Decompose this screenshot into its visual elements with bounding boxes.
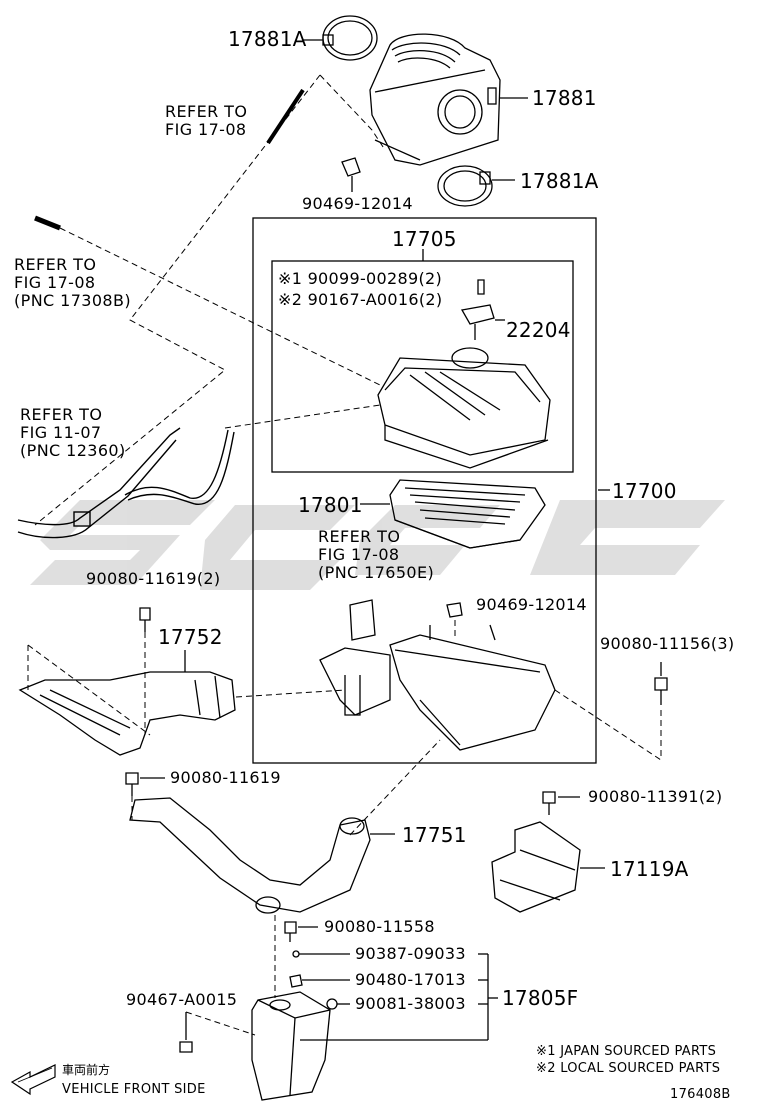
bolt-icon xyxy=(542,791,556,815)
part-number-22204[interactable]: 22204 xyxy=(506,318,571,342)
vehicle-front-arrow-icon xyxy=(10,1064,56,1096)
part-number-90469-12014-mid[interactable]: 90469-12014 xyxy=(476,595,587,614)
part-number-17805f[interactable]: 17805F xyxy=(502,986,579,1010)
vehicle-front-label: VEHICLE FRONT SIDE xyxy=(62,1082,206,1097)
hose-clamp-icon xyxy=(322,15,378,61)
part-number-17881[interactable]: 17881 xyxy=(532,86,597,110)
air-filter-element-icon xyxy=(389,479,546,549)
air-duct-icon xyxy=(18,671,236,756)
clip-icon xyxy=(341,157,361,177)
bolt-icon xyxy=(125,772,139,796)
part-number-90080-11619-2[interactable]: 90080-11619(2) xyxy=(86,569,221,588)
part-number-90081-38003[interactable]: 90081-38003 xyxy=(355,994,466,1013)
part-number-90099-00289[interactable]: ※1 90099-00289(2) xyxy=(278,269,443,288)
part-number-17752[interactable]: 17752 xyxy=(158,625,223,649)
clip-icon xyxy=(446,602,463,618)
part-number-17751[interactable]: 17751 xyxy=(402,823,467,847)
bracket-icon xyxy=(491,821,581,913)
air-cleaner-case-icon xyxy=(319,599,556,751)
bolt-icon xyxy=(654,677,668,705)
footnote-local-sourced: ※2 LOCAL SOURCED PARTS xyxy=(536,1061,721,1076)
part-number-90080-11558[interactable]: 90080-11558 xyxy=(324,917,435,936)
figure-id: 176408B xyxy=(670,1087,731,1102)
bolt-icon xyxy=(139,607,151,632)
part-number-17705[interactable]: 17705 xyxy=(392,227,457,251)
part-number-90080-11619[interactable]: 90080-11619 xyxy=(170,768,281,787)
footnote-japan-sourced: ※1 JAPAN SOURCED PARTS xyxy=(536,1044,717,1059)
part-number-90480-17013[interactable]: 90480-17013 xyxy=(355,970,466,989)
resonator-icon xyxy=(251,991,331,1101)
bolt-icon xyxy=(179,1041,193,1053)
sensor-icon xyxy=(460,304,495,325)
part-number-17881a-top[interactable]: 17881A xyxy=(228,27,307,51)
refer-to-fig-17-08-pnc-17308b[interactable]: REFER TO FIG 17-08 (PNC 17308B) xyxy=(14,255,132,310)
refer-to-fig-17-08-pnc-17650e[interactable]: REFER TO FIG 17-08 (PNC 17650E) xyxy=(318,527,435,582)
refer-to-fig-11-07-pnc-12360[interactable]: REFER TO FIG 11-07 (PNC 12360) xyxy=(20,405,126,460)
refer-to-fig-17-08-top[interactable]: REFER TO FIG 17-08 xyxy=(165,102,248,139)
hose-icon xyxy=(17,427,235,539)
part-number-17700[interactable]: 17700 xyxy=(612,479,677,503)
hose-clamp-icon xyxy=(437,165,493,207)
air-cleaner-cap-icon xyxy=(377,347,551,469)
part-number-90469-12014-top[interactable]: 90469-12014 xyxy=(302,194,413,213)
intake-duct-icon xyxy=(129,797,371,914)
bolt-icon xyxy=(284,921,297,942)
vehicle-front-label-jp: 車両前方 xyxy=(62,1063,111,1077)
part-number-90167-a0016[interactable]: ※2 90167-A0016(2) xyxy=(278,290,443,309)
assembly-box-17700 xyxy=(252,217,597,764)
part-number-90080-11391-2[interactable]: 90080-11391(2) xyxy=(588,787,723,806)
part-number-17881a-right[interactable]: 17881A xyxy=(520,169,599,193)
intake-hose-icon xyxy=(369,33,501,166)
part-number-17801[interactable]: 17801 xyxy=(298,493,363,517)
part-number-90080-11156-3[interactable]: 90080-11156(3) xyxy=(600,634,735,653)
part-number-17119a[interactable]: 17119A xyxy=(610,857,689,881)
part-number-90387-09033[interactable]: 90387-09033 xyxy=(355,944,466,963)
part-number-90467-a0015[interactable]: 90467-A0015 xyxy=(126,990,238,1009)
